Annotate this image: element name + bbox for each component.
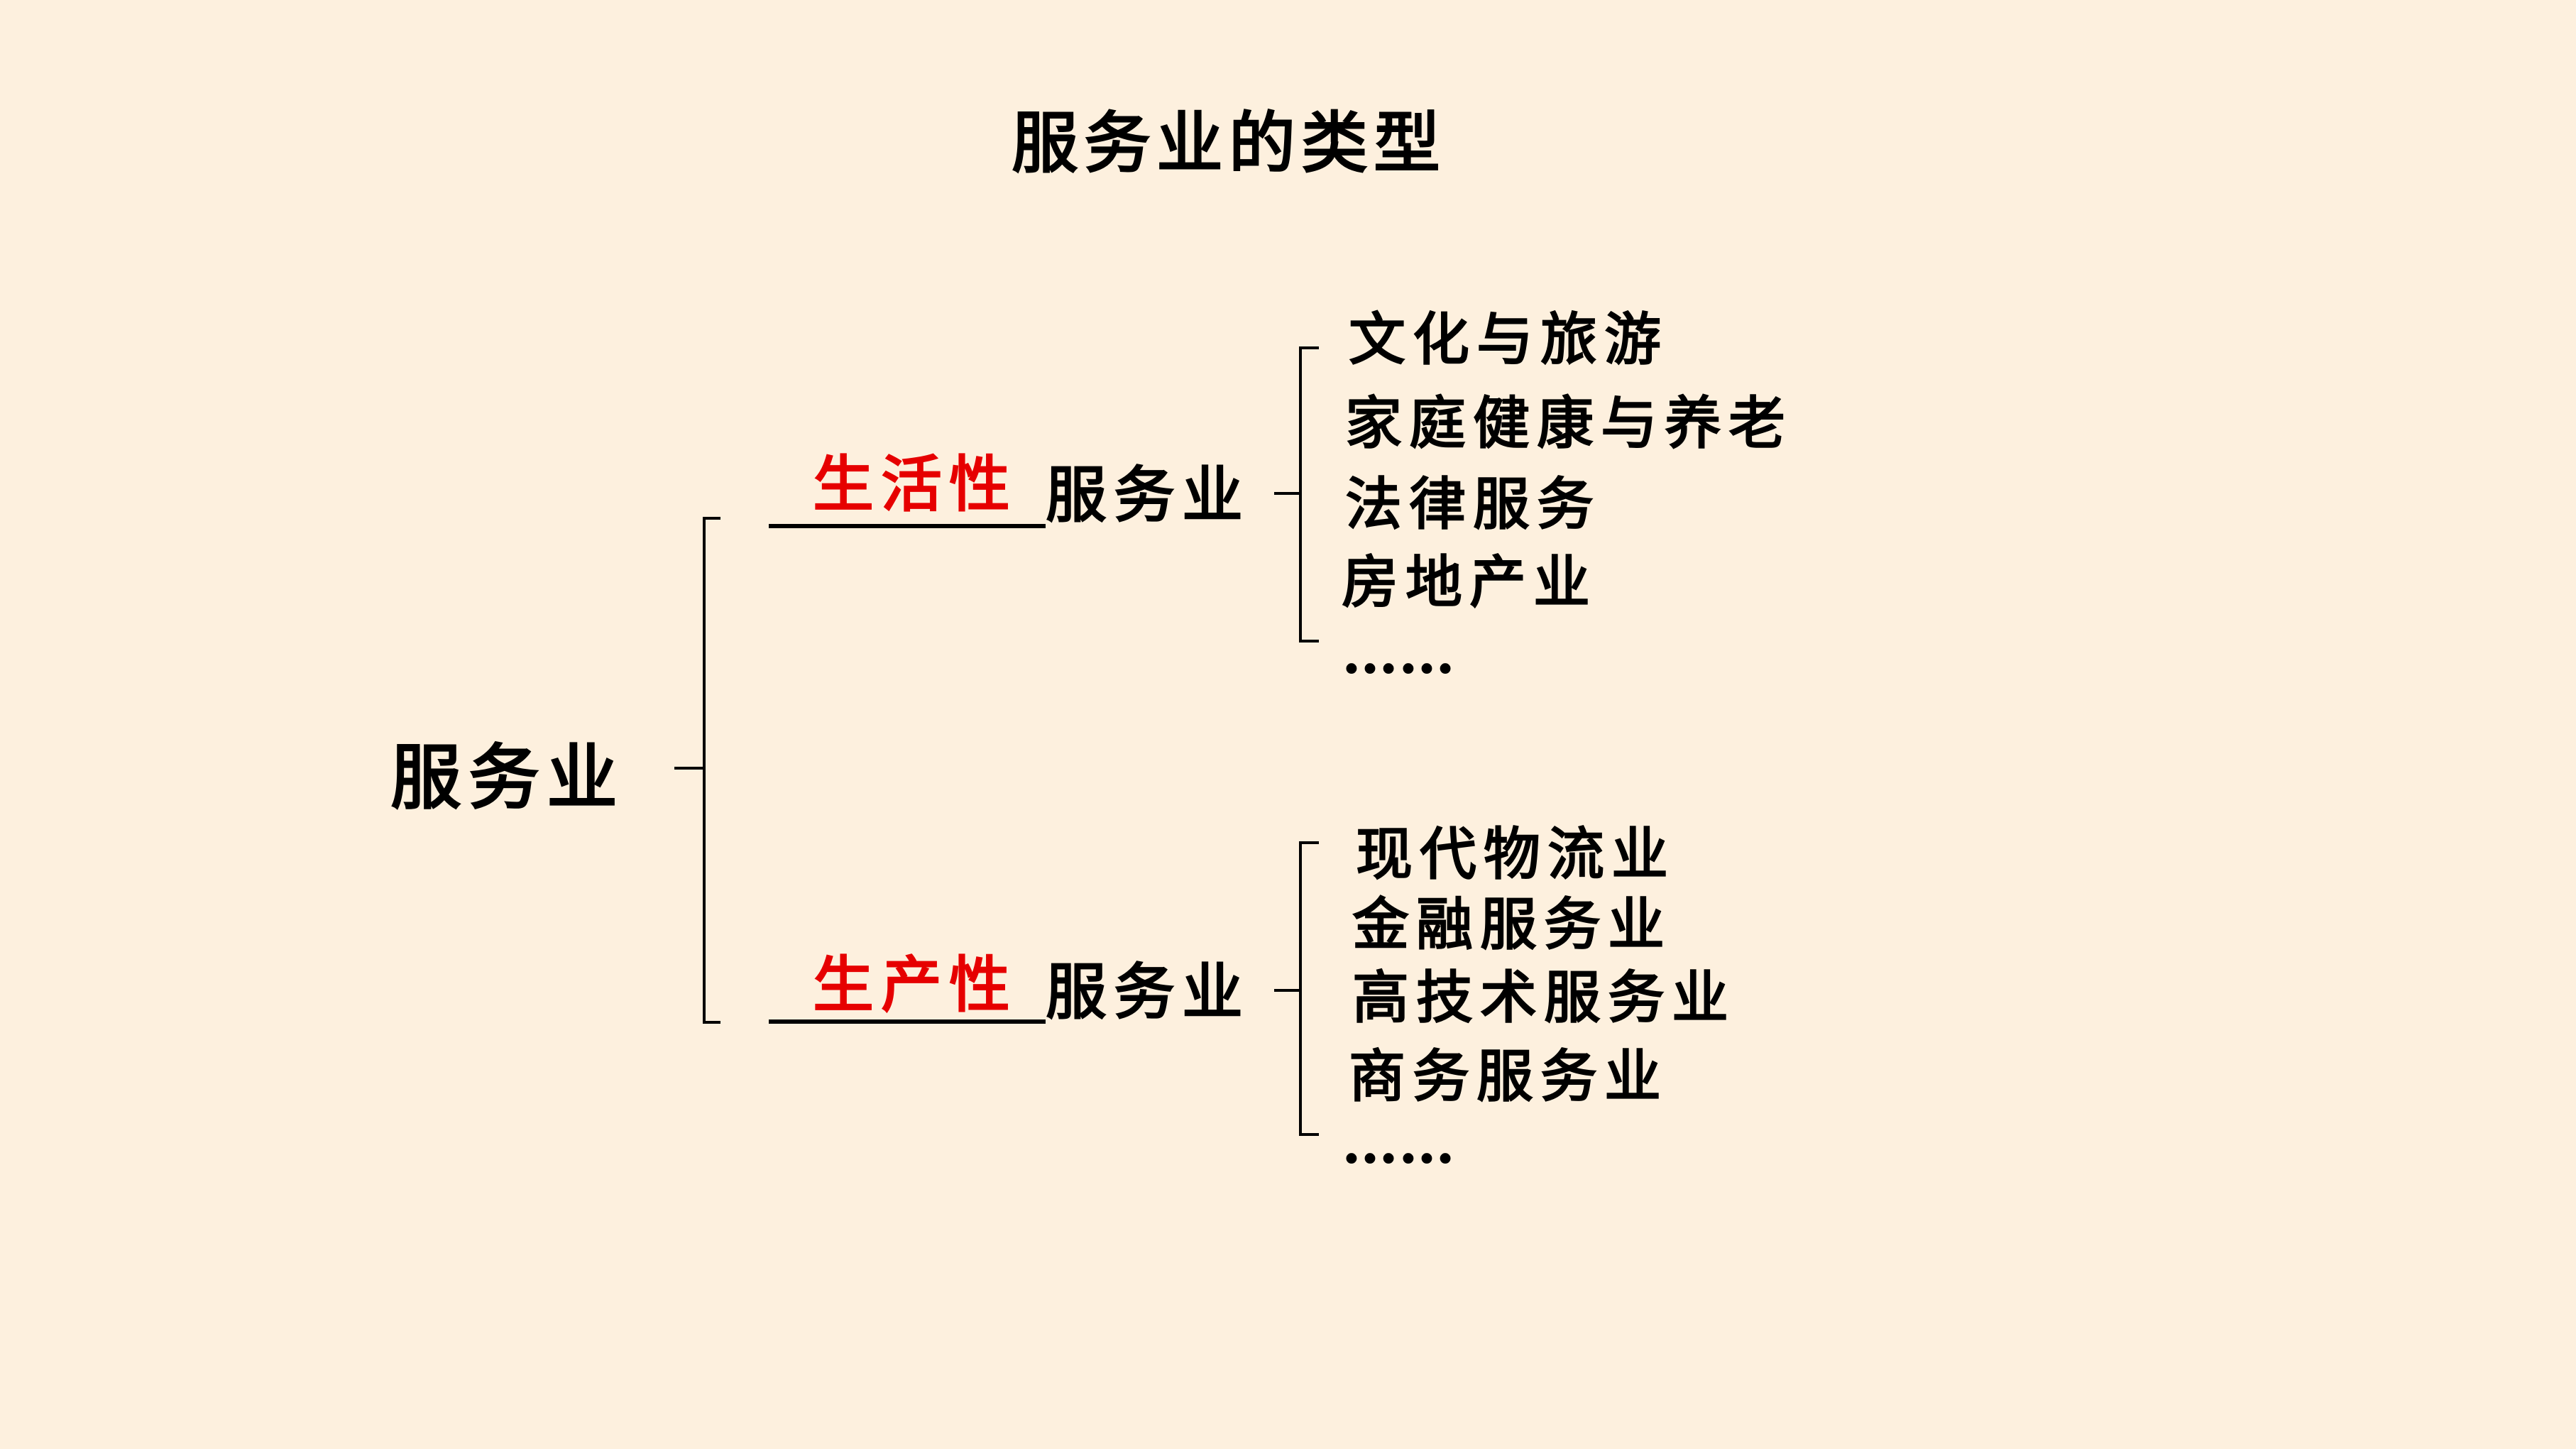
leaf-ellipsis: …… — [1342, 1110, 1455, 1176]
leaf-item: 金融服务业 — [1352, 891, 1672, 958]
lower-bracket — [1274, 841, 1319, 1136]
branch-fill-lower: 生产性 — [813, 949, 1017, 1021]
blank-underline-lower — [769, 1019, 1046, 1024]
leaf-item: 商务服务业 — [1349, 1043, 1668, 1110]
leaf-item: 高技术服务业 — [1352, 964, 1736, 1031]
branch-suffix-lower: 服务业 — [1046, 956, 1250, 1028]
leaf-item: 房地产业 — [1342, 549, 1597, 616]
leaf-item: 现代物流业 — [1356, 821, 1675, 887]
upper-bracket — [1274, 346, 1319, 643]
page-title: 服务业的类型 — [1012, 104, 1447, 182]
leaf-ellipsis: …… — [1342, 620, 1455, 687]
blank-underline-upper — [769, 524, 1046, 528]
main-bracket — [674, 517, 720, 1024]
leaf-item: 家庭健康与养老 — [1345, 390, 1792, 456]
root-node: 服务业 — [390, 736, 625, 819]
branch-suffix-upper: 服务业 — [1046, 459, 1250, 531]
leaf-item: 法律服务 — [1345, 471, 1601, 537]
leaf-item: 文化与旅游 — [1349, 306, 1668, 373]
branch-fill-upper: 生活性 — [813, 449, 1017, 520]
